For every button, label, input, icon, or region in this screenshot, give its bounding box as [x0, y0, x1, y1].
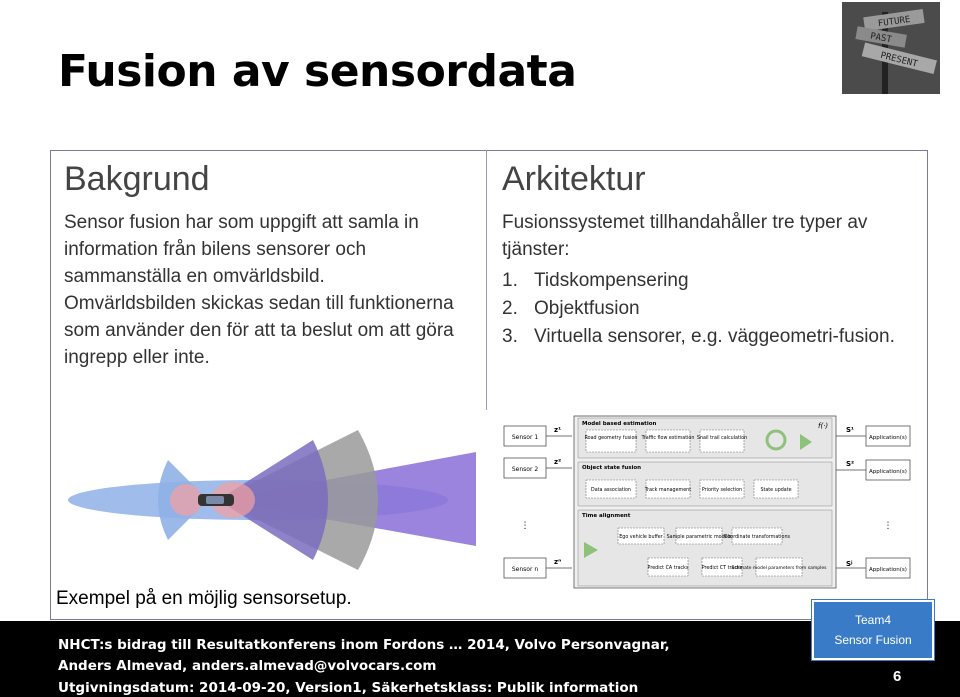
svg-text:Coordinate transformations: Coordinate transformations: [724, 534, 790, 540]
svg-text:⋮: ⋮: [521, 521, 530, 531]
svg-text:Sample parametric models: Sample parametric models: [667, 534, 732, 540]
svg-text:Traffic flow estimation: Traffic flow estimation: [641, 435, 695, 441]
svg-text:Time alignment: Time alignment: [582, 513, 631, 519]
background-heading: Bakgrund: [64, 160, 210, 198]
sensor-coverage-illustration: [68, 430, 476, 570]
architecture-column: Arkitektur Fusionssystemet tillhandahåll…: [502, 160, 912, 351]
svg-text:zⁿ: zⁿ: [554, 558, 561, 566]
list-item: 3.Virtuella sensorer, e.g. väggeometri-f…: [502, 326, 895, 347]
svg-text:z¹: z¹: [554, 426, 561, 434]
sign-future: FUTURE: [877, 15, 911, 29]
svg-text:Road geometry fusion: Road geometry fusion: [585, 435, 638, 441]
svg-text:Application(s): Application(s): [869, 567, 907, 573]
svg-text:Snail trail calculation: Snail trail calculation: [697, 435, 747, 441]
page-number: 6: [893, 668, 902, 685]
footer-line-3: Utgivningsdatum: 2014-09-20, Version1, S…: [58, 680, 639, 696]
svg-text:z²: z²: [554, 458, 561, 466]
architecture-diagram: Sensor 1 Sensor 2 ⋮ Sensor n z¹ z² zⁿ Mo…: [500, 414, 914, 590]
footer-bar: [0, 621, 960, 697]
team-name: Team4: [854, 613, 892, 627]
svg-text:Track management: Track management: [644, 487, 691, 493]
footer-line-1: NHCT:s bidrag till Resultatkonferens ino…: [58, 637, 670, 653]
svg-text:Priority selection: Priority selection: [702, 487, 742, 493]
svg-text:Object state fusion: Object state fusion: [582, 465, 641, 471]
services-list: 1.Tidskompensering 2.Objektfusion 3.Virt…: [502, 267, 912, 351]
architecture-intro: Fusionssystemet tillhandahåller tre type…: [502, 212, 868, 260]
svg-text:S²: S²: [846, 460, 854, 468]
svg-text:Sʲ: Sʲ: [846, 560, 853, 568]
svg-text:Predict CA tracks: Predict CA tracks: [648, 565, 689, 571]
svg-text:f(·): f(·): [818, 422, 828, 430]
list-item: 1.Tidskompensering: [502, 270, 689, 291]
svg-text:S¹: S¹: [846, 426, 854, 434]
svg-text:Sensor n: Sensor n: [512, 566, 538, 573]
svg-text:Estimate model parameters from: Estimate model parameters from samples: [732, 565, 828, 571]
column-divider: [486, 150, 487, 410]
sign-past: PAST: [869, 32, 893, 46]
svg-text:Application(s): Application(s): [869, 435, 907, 441]
svg-text:Sensor 2: Sensor 2: [512, 466, 538, 473]
svg-text:Data association: Data association: [591, 487, 631, 493]
background-column: Bakgrund Sensor fusion har som uppgift a…: [64, 160, 478, 371]
list-item: 2.Objektfusion: [502, 298, 640, 319]
svg-text:Ego vehicle buffer: Ego vehicle buffer: [619, 534, 662, 540]
svg-text:State update: State update: [760, 487, 791, 493]
team-badge: Team4 Sensor Fusion: [812, 600, 934, 660]
slide-title: Fusion av sensordata: [58, 46, 577, 97]
svg-text:Predict CT tracks: Predict CT tracks: [702, 565, 743, 571]
footer-line-2: Anders Almevad, anders.almevad@volvocars…: [58, 658, 437, 674]
svg-text:Application(s): Application(s): [869, 469, 907, 475]
signpost-image: FUTURE PAST PRESENT: [842, 2, 940, 94]
content-panel: [50, 150, 928, 620]
figure-caption: Exempel på en möjlig sensorsetup.: [56, 588, 352, 609]
background-paragraph-2: Omvärldsbilden skickas sedan till funkti…: [64, 293, 454, 368]
svg-text:⋮: ⋮: [884, 521, 893, 531]
background-paragraph-1: Sensor fusion har som uppgift att samla …: [64, 212, 419, 287]
svg-text:Model based estimation: Model based estimation: [582, 421, 656, 427]
architecture-heading: Arkitektur: [502, 160, 646, 198]
team-topic: Sensor Fusion: [834, 633, 912, 647]
svg-text:Sensor 1: Sensor 1: [512, 434, 538, 441]
